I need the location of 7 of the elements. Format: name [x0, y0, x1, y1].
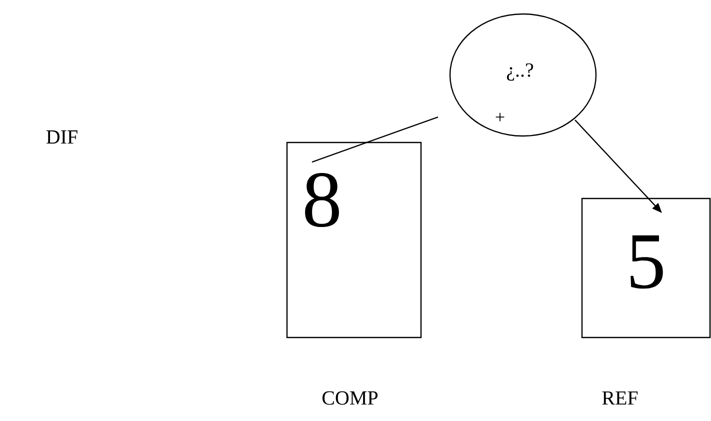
number-box: 8 [286, 142, 422, 338]
number-box: 5 [581, 198, 711, 338]
node-label: REF [602, 391, 638, 405]
connector-line [312, 116, 438, 163]
label: DIF [46, 130, 78, 144]
thought-bubble: ¿..? + [449, 13, 597, 137]
node-label: COMP [322, 391, 378, 405]
